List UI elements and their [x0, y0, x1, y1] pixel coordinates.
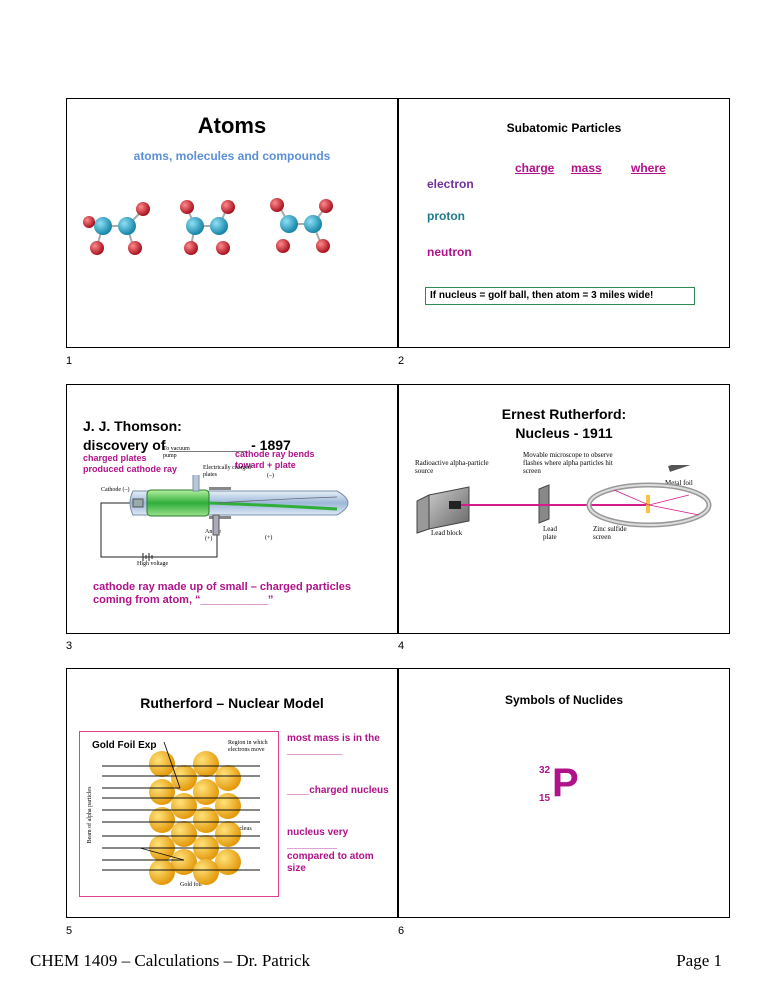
- fig-label-lead-plate: Lead plate: [543, 525, 557, 541]
- slide-6: Symbols of Nuclides 32 15 P: [398, 668, 730, 918]
- fig-label-zinc-screen: Zinc sulfide screen: [593, 525, 627, 541]
- slide-title: J. J. Thomson: discovery of __________ -…: [83, 418, 291, 453]
- cathode-ray-conclusion: cathode ray made up of small – charged p…: [93, 581, 351, 606]
- column-mass: mass: [571, 161, 602, 175]
- fig-label-high-voltage: High voltage: [137, 561, 169, 567]
- label-charged-plates: charged plates produced cathode ray: [83, 453, 178, 474]
- slide-4: Ernest Rutherford: Nucleus - 1911 Radioa…: [398, 384, 730, 634]
- fig-label-gold-foil: Gold foil: [180, 882, 202, 888]
- note-charged-nucleus: ____charged nucleus: [287, 785, 389, 796]
- mass-number: 32: [539, 765, 551, 776]
- fig-label-metal-foil: Metal foil: [665, 479, 693, 487]
- fig-label-cathode: Cathode (–): [101, 487, 130, 493]
- slide-5: Rutherford – Nuclear Model Gold Foil Exp…: [66, 668, 398, 918]
- gold-foil-apparatus-diagram: [416, 465, 712, 534]
- fig-label-source: Radioactive alpha-particle source: [415, 459, 489, 475]
- fig-label-plus: (+): [265, 535, 273, 541]
- gold-foil-figure: Gold Foil Exp Region in which electrons …: [79, 731, 279, 897]
- row-proton: proton: [427, 209, 465, 223]
- column-where: where: [631, 161, 666, 175]
- slide-3: J. J. Thomson: discovery of __________ -…: [66, 384, 398, 634]
- cathode-ray-tube-diagram: [100, 475, 349, 561]
- slide-subtitle: atoms, molecules and compounds: [133, 149, 331, 163]
- label-ray-bends: cathode ray bends toward + plate: [235, 449, 315, 470]
- slide-1: Atoms atoms, molecules and compounds: [66, 98, 398, 348]
- fig-label-minus: (–): [267, 473, 274, 479]
- footer-page: Page 1: [676, 951, 722, 970]
- fig-label-plates: Electrically charged plates: [203, 465, 252, 478]
- slide-title: Subatomic Particles: [506, 121, 622, 135]
- slide-number: 5: [66, 925, 73, 937]
- fig-label-microscope: Movable microscope to observe flashes wh…: [523, 451, 613, 475]
- slide-title: Symbols of Nuclides: [504, 693, 624, 707]
- slide-number: 4: [398, 640, 405, 652]
- column-charge: charge: [515, 161, 555, 175]
- atomic-number: 15: [539, 793, 551, 804]
- row-neutron: neutron: [427, 245, 472, 259]
- fig-label-lead-block: Lead block: [431, 529, 463, 537]
- slide-2: Subatomic Particles charge mass where el…: [398, 98, 730, 348]
- slide-number: 1: [66, 355, 73, 367]
- note-mass: most mass is in the __________: [287, 733, 380, 756]
- fig-label-vacuum: To vacuum pump: [163, 446, 190, 459]
- row-electron: electron: [427, 177, 474, 191]
- fig-label-nucleus: Nucleus: [232, 826, 252, 832]
- gold-atoms-illustration: [102, 741, 260, 885]
- slide-title: Atoms: [197, 113, 267, 138]
- note-nucleus-size: nucleus very _________: [287, 827, 349, 850]
- slide-number: 6: [398, 925, 405, 937]
- footer-course: CHEM 1409 – Calculations – Dr. Patrick: [30, 951, 311, 970]
- slide-title: Ernest Rutherford: Nucleus - 1911: [501, 406, 627, 441]
- fig-label-region: Region in which electrons move: [228, 740, 268, 753]
- slide-number: 3: [66, 640, 73, 652]
- slide-title: Rutherford – Nuclear Model: [140, 695, 324, 711]
- figure-title: Gold Foil Exp: [92, 740, 157, 751]
- element-symbol: P: [552, 761, 579, 805]
- note-compared: compared to atom size: [287, 851, 374, 874]
- slide-number: 2: [398, 355, 405, 367]
- golf-ball-note: If nucleus = golf ball, then atom = 3 mi…: [425, 287, 695, 305]
- molecules-illustration: [83, 198, 333, 255]
